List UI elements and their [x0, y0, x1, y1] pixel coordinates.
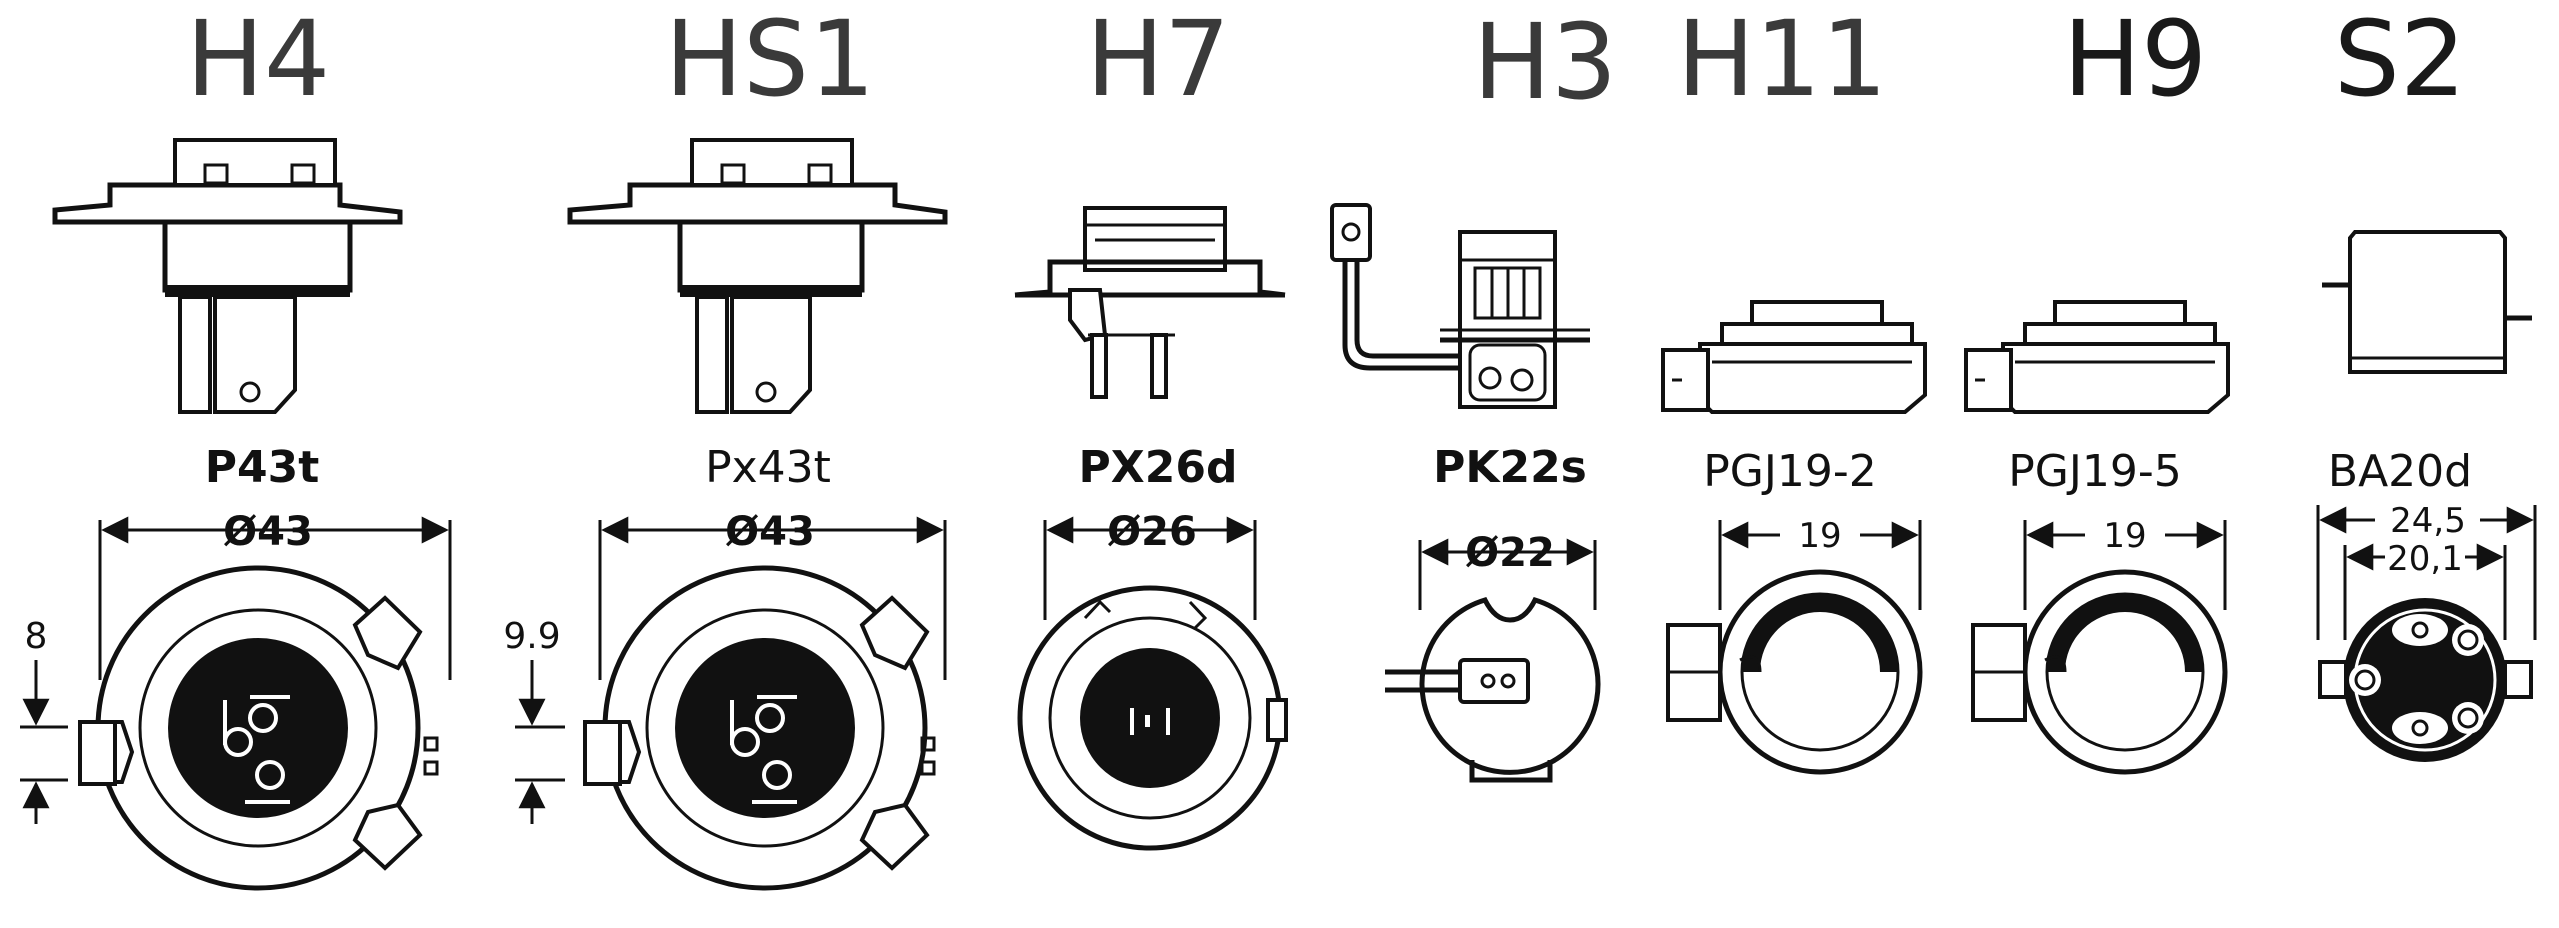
bulb-type-h9: H9	[2063, 0, 2207, 120]
bulb-type-h11: H11	[1677, 0, 1888, 120]
bulb-type-s2: S2	[2334, 0, 2466, 120]
dimension-h9: 19	[2103, 516, 2146, 556]
h7-front-view	[1017, 516, 1288, 851]
h4-side-view	[52, 138, 403, 414]
dimension-s2-inner: 20,1	[2387, 539, 2463, 579]
h9-front-view	[1971, 520, 2228, 775]
s2-side-view	[2322, 230, 2532, 374]
base-code-h7: PX26d	[1079, 442, 1238, 493]
dimension-h7: Ø26	[1107, 509, 1197, 555]
base-code-h9: PGJ19-5	[2008, 446, 2181, 497]
base-code-hs1: Px43t	[705, 442, 831, 493]
base-code-s2: BA20d	[2328, 446, 2472, 497]
h3-side-view	[1330, 203, 1590, 409]
h9-side-view	[1964, 300, 2230, 414]
offset-h4: 8	[25, 616, 48, 657]
bulb-type-h3: H3	[1473, 1, 1617, 123]
base-code-h3: PK22s	[1433, 442, 1587, 493]
h4-front-view	[20, 516, 452, 891]
bulb-type-h4: H4	[186, 0, 330, 120]
hs1-front-view	[515, 516, 947, 891]
dimension-h3: Ø22	[1465, 530, 1555, 576]
bulb-type-h7: H7	[1086, 0, 1230, 120]
h11-front-view	[1666, 520, 1923, 775]
offset-hs1: 9.9	[503, 616, 560, 657]
dimension-h11: 19	[1798, 516, 1841, 556]
dimension-s2-outer: 24,5	[2390, 501, 2466, 541]
h3-front-view	[1385, 538, 1601, 783]
dimension-h4: Ø43	[223, 509, 313, 555]
bulb-type-hs1: HS1	[665, 0, 875, 120]
h7-side-view	[1014, 206, 1286, 399]
dimension-hs1: Ø43	[725, 509, 815, 555]
base-code-h11: PGJ19-2	[1703, 446, 1876, 497]
base-code-h4: P43t	[205, 442, 320, 493]
s2-front-view	[2316, 505, 2537, 762]
hs1-side-view	[567, 138, 948, 414]
h11-side-view	[1661, 300, 1927, 414]
